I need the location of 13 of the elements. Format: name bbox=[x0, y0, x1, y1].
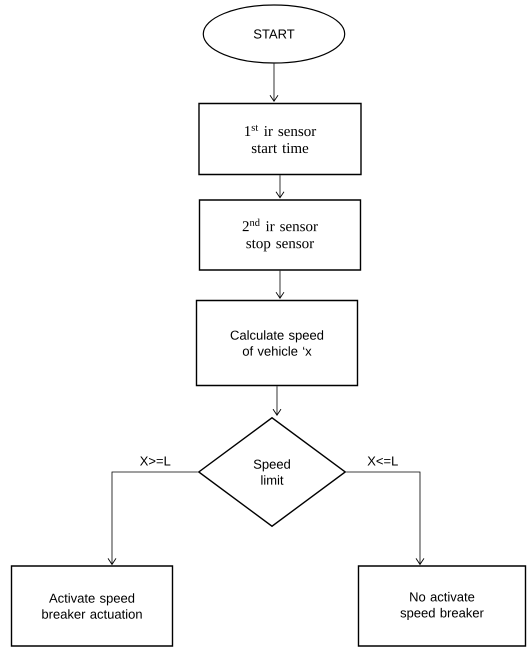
arrow bbox=[108, 472, 198, 566]
process-box: Calculate speed of vehicle ‘x bbox=[196, 300, 358, 386]
process-box: Activate speed breaker actuation bbox=[10, 565, 174, 647]
process-box: 2$^{nd}$ ir sensor stop sensor bbox=[198, 199, 362, 271]
arrow bbox=[276, 270, 284, 299]
arrow bbox=[346, 472, 424, 566]
edge-label: X<=L bbox=[368, 456, 398, 466]
edge-label: X>=L bbox=[140, 456, 170, 466]
process-box: No activate speed breaker bbox=[358, 565, 526, 647]
arrow bbox=[272, 386, 282, 416]
arrow bbox=[276, 174, 284, 198]
process-box: 1$^{st}$ ir sensor start time bbox=[198, 102, 362, 176]
arrow bbox=[270, 63, 278, 102]
